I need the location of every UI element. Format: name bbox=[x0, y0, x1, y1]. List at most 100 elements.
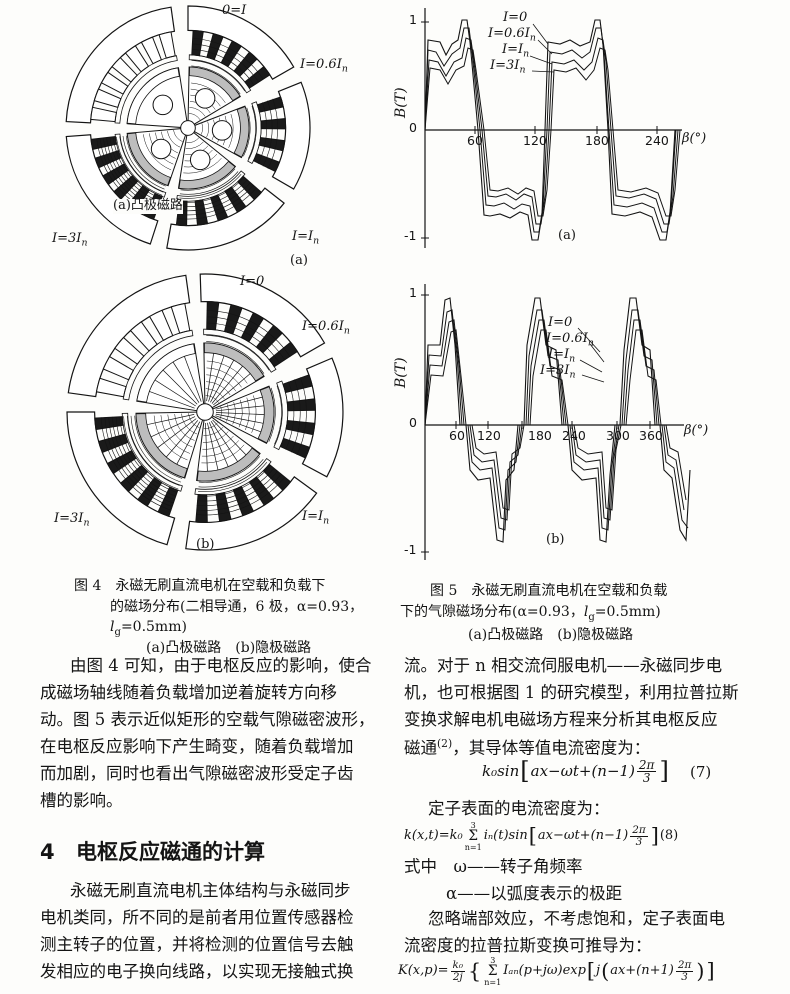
right-para-line: 变换求解电机电磁场方程来分析其电枢反应 bbox=[404, 710, 718, 729]
field-line bbox=[125, 135, 166, 187]
field-line bbox=[196, 473, 282, 511]
field-line bbox=[119, 136, 164, 193]
section-title: 电枢反应磁通的计算 bbox=[76, 840, 265, 864]
fig4a-label-06in: I=0.6In bbox=[300, 57, 348, 75]
fig5a-legend-item: I=3In bbox=[490, 58, 525, 76]
rotor-magnet bbox=[126, 132, 172, 187]
caption-rest: =0.5mm) bbox=[594, 604, 661, 620]
rotor-flux-line bbox=[205, 422, 208, 472]
field-line bbox=[100, 417, 172, 511]
eq-bracket: ] bbox=[706, 958, 715, 983]
label-main: I=I bbox=[302, 509, 324, 524]
stator-slot bbox=[157, 486, 179, 517]
legend-leader bbox=[537, 39, 553, 55]
figure-4a-motor-field bbox=[65, 5, 311, 251]
sum-symbol: Σ bbox=[468, 828, 479, 845]
fig4-caption-line2: 的磁场分布(二相导通，6 极，α=0.93， bbox=[110, 599, 364, 615]
label-sub: n bbox=[81, 237, 88, 249]
stator-slot bbox=[285, 419, 316, 436]
field-line bbox=[191, 82, 226, 103]
stator-yoke bbox=[301, 357, 344, 478]
figure-5b-plot bbox=[421, 284, 691, 560]
fig5a-ytick: -1 bbox=[404, 228, 417, 243]
right-para-line: 流密度的拉普拉斯变换可推导为： bbox=[404, 936, 652, 955]
field-line bbox=[177, 184, 254, 216]
legend-sub: n bbox=[523, 48, 530, 60]
field-line bbox=[112, 416, 175, 500]
right-para-line: 忽略端部效应，不考虑饱和，定子表面电 bbox=[428, 909, 725, 928]
field-line bbox=[198, 462, 268, 492]
field-line bbox=[115, 416, 177, 497]
rotor-magnet bbox=[136, 343, 196, 403]
stator-yoke bbox=[271, 81, 311, 190]
label-sub: n bbox=[343, 325, 350, 337]
field-line bbox=[192, 43, 259, 83]
rotor-magnet bbox=[188, 66, 241, 102]
legend-main: I=3I bbox=[490, 58, 520, 73]
legend-leader bbox=[529, 55, 553, 65]
rotor-flux-line bbox=[207, 422, 219, 470]
rotor-hole bbox=[194, 88, 216, 109]
fig4b-tag: (b) bbox=[196, 537, 215, 552]
rotor-hole bbox=[211, 120, 233, 141]
fig4b-label-06in: I=0.6In bbox=[302, 319, 350, 337]
left-para2-line: 电机类同，所不同的是前者用位置传感器检 bbox=[40, 908, 354, 927]
fig4a-tag: (a) bbox=[290, 253, 308, 268]
eq-numerator: k₀ bbox=[450, 959, 466, 973]
fig4-caption-line1: 图 4 永磁无刷直流电机在空载和负载下 bbox=[74, 578, 326, 594]
waveform-i06 bbox=[424, 27, 677, 233]
field-line bbox=[119, 416, 178, 493]
stator-slot bbox=[119, 464, 149, 493]
legend-main: I=0 bbox=[548, 315, 573, 330]
left-para2-line: 发相应的电子换向线路，以实现无接触式换 bbox=[40, 962, 354, 981]
sum-lower: n=1 bbox=[464, 842, 482, 852]
rotor-hole bbox=[150, 138, 172, 160]
fig5b-tag: (b) bbox=[546, 532, 565, 547]
rotor-hole bbox=[152, 94, 174, 116]
fig5a-ylabel: B(T) bbox=[393, 87, 409, 118]
caption-sub: g bbox=[114, 626, 121, 638]
figure-5a-plot bbox=[421, 8, 682, 248]
field-line bbox=[186, 137, 200, 143]
field-line bbox=[177, 182, 251, 212]
fig4a-label-1in: I=In bbox=[292, 229, 320, 247]
eq-numerator: 2π bbox=[675, 959, 694, 973]
stator-slot bbox=[195, 493, 208, 523]
stator-slot bbox=[106, 450, 137, 475]
right-para-line: 流。对于 n 相交流伺服电机——永磁同步电 bbox=[404, 656, 723, 675]
fig4-caption-line4: (a)凸极磁路 (b)隐极磁路 bbox=[146, 640, 312, 656]
field-line bbox=[143, 134, 172, 171]
eq-paren: ( bbox=[601, 958, 610, 983]
fig4a-label-no-load: 0=I bbox=[222, 3, 247, 18]
rotor-flux-line bbox=[211, 365, 243, 404]
legend-leader bbox=[579, 359, 603, 373]
field-line bbox=[257, 102, 267, 164]
rotor-magnet bbox=[135, 413, 188, 479]
fig5a-legend-item: I=0 bbox=[503, 10, 527, 28]
eq-part: k(x,t)=k₀ bbox=[404, 828, 463, 844]
rotor-flux-line bbox=[149, 391, 195, 409]
field-line bbox=[130, 415, 181, 483]
eq-denominator: 3 bbox=[642, 771, 651, 786]
caption-l: l bbox=[110, 619, 115, 635]
label-sub: n bbox=[313, 235, 320, 247]
eq-bracket: [ bbox=[528, 823, 537, 848]
field-line bbox=[228, 114, 234, 148]
field-line bbox=[123, 416, 179, 490]
text-run: 磁通 bbox=[404, 738, 437, 758]
field-line bbox=[197, 464, 271, 497]
eq-denominator: 2j bbox=[452, 971, 463, 984]
fig5b-xtick: 240 bbox=[562, 428, 586, 443]
stator-slot bbox=[232, 485, 255, 517]
field-line bbox=[248, 105, 256, 159]
stator-slot bbox=[286, 398, 316, 412]
label-main: I=3I bbox=[54, 511, 84, 526]
stator-slot bbox=[93, 88, 122, 109]
field-line bbox=[176, 187, 257, 220]
legend-sub: n bbox=[569, 353, 576, 365]
field-line bbox=[206, 341, 265, 374]
stator-bore bbox=[121, 412, 183, 492]
